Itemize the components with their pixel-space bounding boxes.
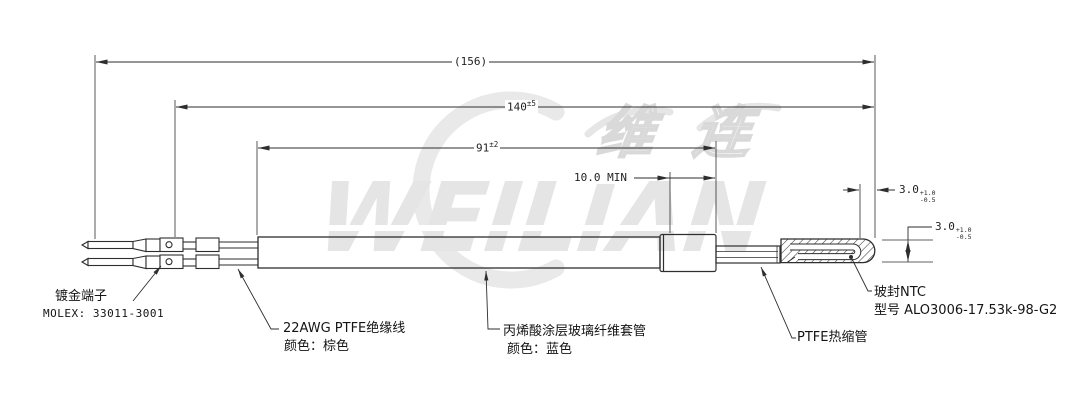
callout-shrink-tube-name: PTFE热缩管 bbox=[797, 330, 868, 345]
leader-sleeve bbox=[484, 270, 500, 330]
ptfe-shrink-tube bbox=[715, 245, 781, 264]
leader-shrink-tube bbox=[760, 266, 796, 339]
leader-ntc-dot bbox=[849, 255, 853, 259]
fiberglass-sleeve bbox=[257, 236, 661, 269]
callout-wire-color: 颜色：棕色 bbox=[284, 339, 350, 354]
extension-lines bbox=[94, 55, 933, 263]
leader-ntc bbox=[850, 256, 872, 292]
callout-leaders bbox=[132, 255, 872, 339]
callout-terminal-name: 镀金端子 bbox=[55, 289, 108, 304]
dimension-140: 140±5 bbox=[505, 99, 538, 114]
leader-terminal bbox=[132, 265, 162, 302]
callout-ntc-name: 玻封NTC bbox=[874, 285, 926, 300]
callout-sleeve-name: 丙烯酸涂层玻璃纤维套管 bbox=[503, 324, 647, 339]
dimension-tip-diameter: 3.0+1.0-0.5 bbox=[933, 220, 974, 241]
dimension-lines bbox=[96, 59, 932, 262]
connector-terminals bbox=[80, 237, 220, 270]
dimension-tip-length: 3.0+1.0-0.5 bbox=[897, 183, 938, 204]
callout-ntc-model: 型号 ALO3006-17.53k-98-G2 bbox=[874, 303, 1058, 318]
callout-sleeve-color: 颜色：蓝色 bbox=[507, 342, 573, 357]
dimension-overall-length: (156) bbox=[452, 55, 490, 68]
lead-wires bbox=[219, 241, 258, 266]
callout-wire-name: 22AWG PTFE绝缘线 bbox=[283, 321, 406, 336]
dimension-10-min: 10.0 MIN bbox=[572, 171, 629, 184]
callout-terminal-partnumber: MOLEX: 33011-3001 bbox=[43, 307, 165, 320]
dimension-91: 91±2 bbox=[474, 140, 501, 155]
ntc-tip bbox=[780, 238, 876, 264]
shrink-overlap-section bbox=[659, 233, 717, 273]
leader-wire bbox=[237, 268, 279, 330]
